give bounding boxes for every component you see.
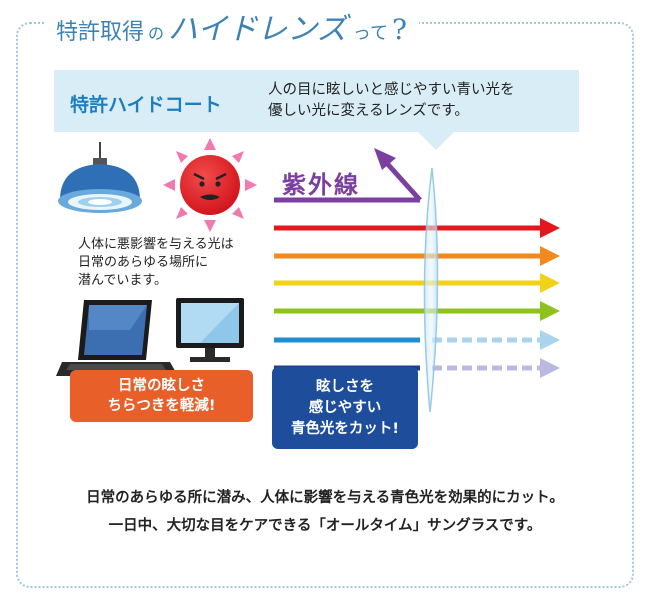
hazard-line-2: 日常のあらゆる場所に [78,255,209,270]
coat-callout-tail [418,132,454,150]
glare-badge-line-1: 日常の眩しさ [118,378,205,394]
hazard-line-1: 人体に悪影響を与える光は [78,237,234,252]
lens-icon [423,167,439,413]
footer-line-1: 日常のあらゆる所に潜み、人体に影響を与える青色光を効果的にカット。 [86,490,564,506]
glare-reduction-badge: 日常の眩しさ ちらつきを軽減! [70,370,253,422]
page-title: 特許取得 の ハイドレンズ って ? [44,4,419,47]
coat-description: 人の目に眩しいと感じやすい青い光を 優しい光に変えるレンズです。 [268,80,515,122]
ray-green [274,301,560,321]
hazard-caption: 人体に悪影響を与える光は 日常のあらゆる場所に 潜んでいます。 [78,236,234,290]
coat-desc-line-2: 優しい光に変えるレンズです。 [268,103,469,119]
uv-label: 紫外線 [282,171,360,199]
monitor-icon [176,298,244,362]
glare-badge-line-2: ちらつきを軽減! [107,398,216,414]
coat-desc-line-1: 人の目に眩しいと感じやすい青い光を [268,82,515,98]
title-part-question: ? [391,13,407,46]
laptop-icon [56,300,178,376]
ray-orange [274,246,560,266]
title-part-no: の [148,24,165,43]
coat-callout [54,70,579,132]
uv-ray [274,148,422,203]
footer-line-2: 一日中、大切な目をケアできる「オールタイム」サングラスです。 [108,518,542,534]
title-part-tte: って [352,23,388,44]
ceiling-lamp-icon [58,142,142,213]
blue-badge-line-2: 感じやすい [308,399,382,416]
blue-badge-line-1: 眩しさを [316,378,374,395]
coat-name: 特許ハイドコート [70,94,222,116]
ray-red [274,218,560,238]
ray-cyan [274,330,560,350]
ray-yellow [274,273,560,293]
blue-light-cut-badge: 眩しさを 感じやすい 青色光をカット! [272,367,418,449]
blue-badge-line-3: 青色光をカット! [290,420,400,437]
hazard-line-3: 潜んでいます。 [78,273,168,288]
title-part-hide-lens: ハイドレンズ [168,12,347,47]
title-part-patent: 特許取得 [56,20,145,45]
sun-icon [163,138,257,232]
